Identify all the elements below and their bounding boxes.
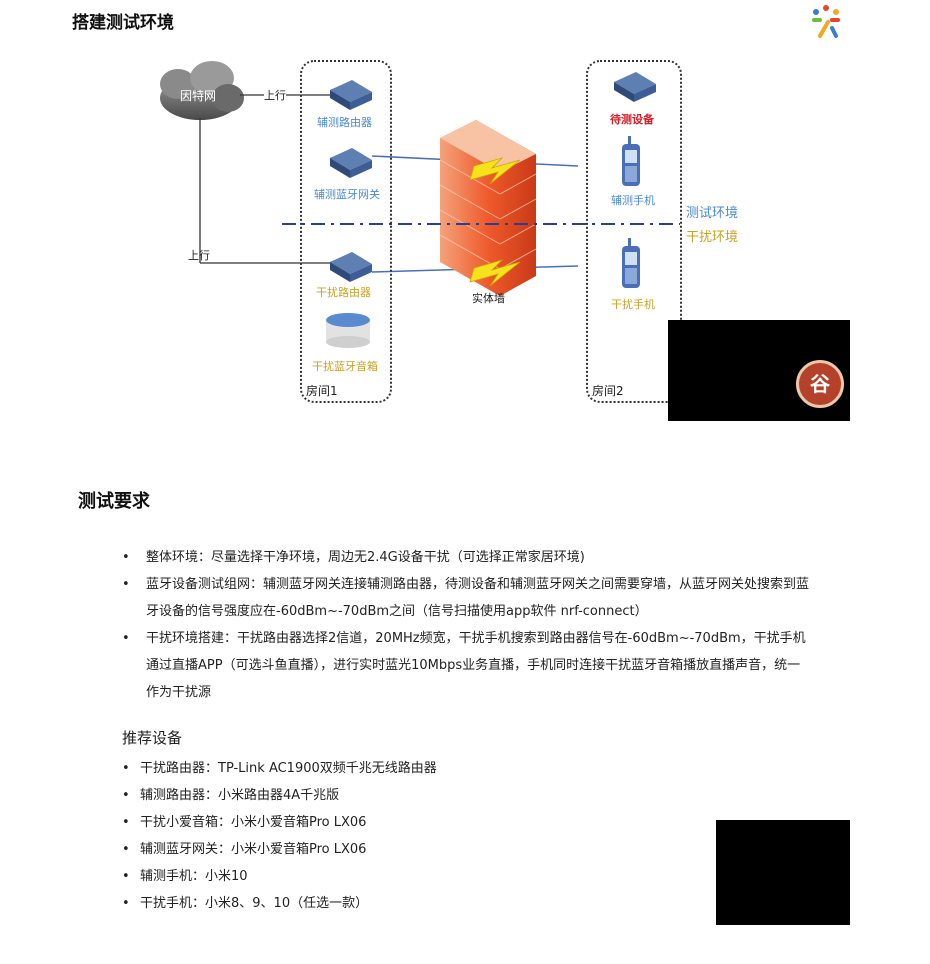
aux-router-label: 辅测路由器	[317, 116, 372, 129]
interference-phone-label: 干扰手机	[611, 298, 655, 311]
recommended-item: 辅测路由器：小米路由器4A千兆版	[122, 782, 437, 809]
seal-icon: 谷	[796, 360, 844, 408]
interference-router-label: 干扰路由器	[316, 286, 371, 299]
uplink-label-top: 上行	[264, 87, 286, 103]
diagram-lines	[160, 61, 680, 348]
recommended-item: 辅测手机：小米10	[122, 863, 437, 890]
page-title: 搭建测试环境	[72, 13, 174, 33]
internet-cloud-icon	[160, 61, 244, 120]
room1-label: 房间1	[306, 384, 338, 398]
requirements-heading: 测试要求	[78, 491, 150, 512]
uplink-label-bottom: 上行	[188, 249, 210, 262]
requirements-list: 整体环境：尽量选择干净环境，周边无2.4G设备干扰（可选择正常家居环境) 蓝牙设…	[122, 544, 812, 706]
network-diagram: 因特网 上行 上行 辅测路由器 辅测蓝牙网关 干扰路由器 干扰蓝牙音箱 房间1 …	[0, 40, 930, 430]
test-device-label: 待测设备	[610, 113, 654, 126]
room2-label: 房间2	[592, 384, 624, 398]
video-overlay-bottom	[716, 820, 850, 925]
recommended-item: 干扰手机：小米8、9、10（任选一款）	[122, 890, 437, 917]
requirement-item: 干扰环境搭建：干扰路由器选择2信道，20MHz频宽，干扰手机搜索到路由器信号在-…	[122, 625, 812, 706]
aux-router-icon	[330, 80, 372, 110]
requirement-item: 蓝牙设备测试组网：辅测蓝牙网关连接辅测路由器，待测设备和辅测蓝牙网关之间需要穿墙…	[122, 571, 812, 625]
requirement-item: 整体环境：尽量选择干净环境，周边无2.4G设备干扰（可选择正常家居环境)	[122, 544, 812, 571]
test-env-label: 测试环境	[686, 206, 739, 221]
recommended-heading: 推荐设备	[122, 729, 183, 747]
lightning-bolt-icon	[469, 157, 521, 185]
cloud-label: 因特网	[180, 89, 217, 103]
aux-phone-icon	[622, 136, 640, 186]
recommended-item: 辅测蓝牙网关：小米小爱音箱Pro LX06	[122, 836, 437, 863]
aux-phone-label: 辅测手机	[611, 194, 655, 207]
lightning-bolt-icon	[469, 259, 521, 287]
test-device-icon	[614, 72, 656, 102]
video-overlay-top: 谷	[668, 320, 850, 421]
recommended-item: 干扰路由器：TP-Link AC1900双频千兆无线路由器	[122, 755, 437, 782]
aux-gateway-icon	[330, 148, 372, 178]
aux-gateway-label: 辅测蓝牙网关	[314, 188, 380, 201]
room2-box	[586, 60, 682, 403]
interference-speaker-label: 干扰蓝牙音箱	[312, 360, 378, 373]
recommended-item: 干扰小爱音箱：小米小爱音箱Pro LX06	[122, 809, 437, 836]
speaker-icon	[326, 313, 370, 348]
interference-router-icon	[330, 252, 372, 282]
brand-logo-icon	[812, 5, 840, 38]
room1-box	[300, 60, 392, 403]
interference-env-label: 干扰环境	[686, 230, 739, 245]
interference-phone-icon	[622, 238, 640, 288]
wall-label: 实体墙	[472, 292, 505, 305]
recommended-list: 干扰路由器：TP-Link AC1900双频千兆无线路由器 辅测路由器：小米路由…	[122, 755, 437, 917]
